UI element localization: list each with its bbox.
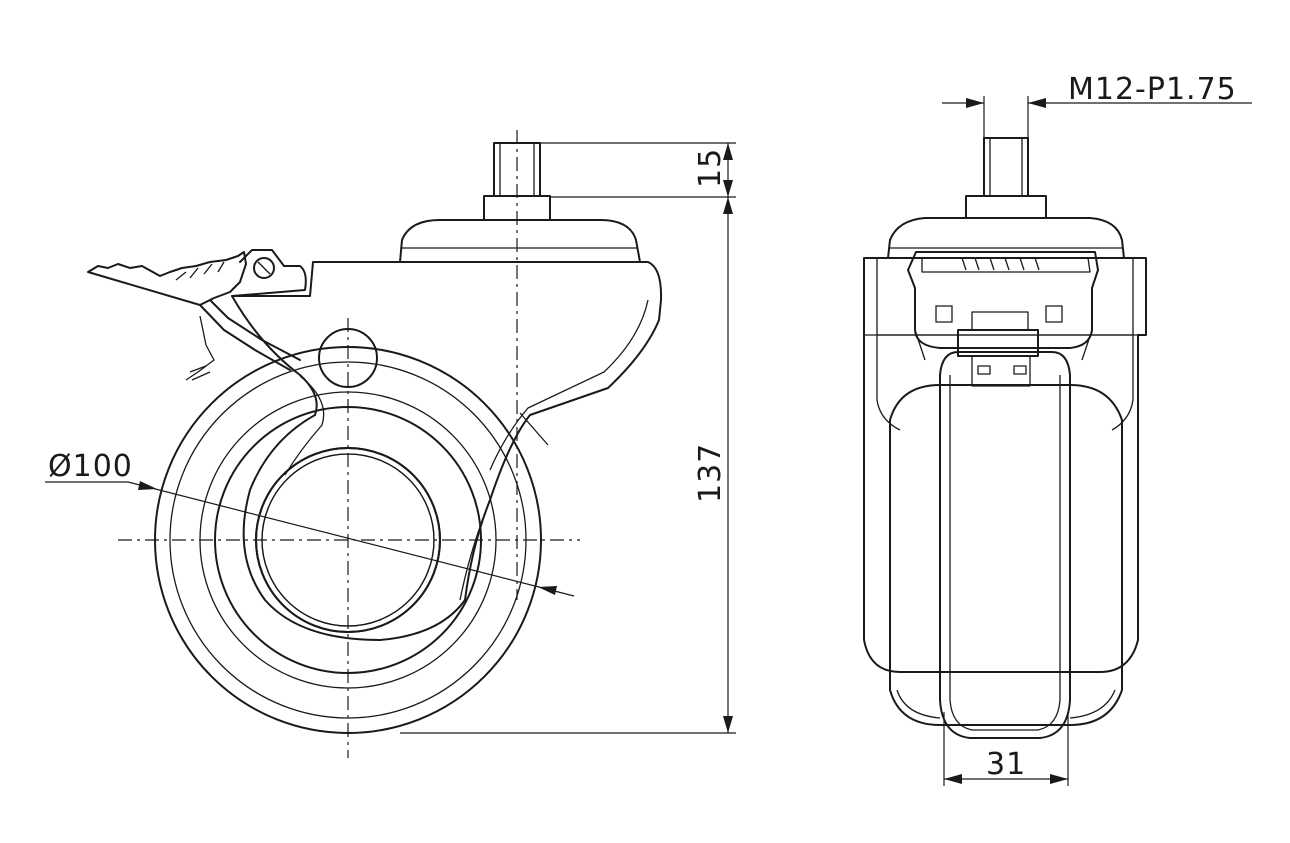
diameter-dimension: Ø100	[45, 449, 575, 597]
fork-frame-front	[863, 257, 1147, 673]
thread-label: M12-P1.75	[1068, 72, 1237, 107]
width-dimension: 31	[943, 712, 1069, 786]
overall-height-label: 137	[693, 443, 728, 503]
height-dimension: 15 137	[400, 142, 736, 734]
stem-length-label: 15	[693, 148, 728, 188]
width-label: 31	[986, 747, 1026, 782]
swivel-dome	[399, 219, 641, 263]
front-view: M12-P1.75 31	[863, 72, 1252, 786]
wheel-front-tread	[939, 351, 1071, 739]
threaded-stem-front	[983, 137, 1029, 197]
swivel-dome-front	[887, 217, 1125, 259]
side-view: Ø100 15 137	[45, 130, 736, 758]
fork-arm-band	[459, 412, 549, 601]
brake-head-front	[907, 251, 1099, 349]
brake-lever	[87, 249, 307, 381]
fork-inner-edge	[284, 375, 325, 476]
wheel-front-outer	[889, 384, 1123, 726]
diameter-label: Ø100	[48, 449, 133, 484]
stem-nut-front	[965, 195, 1047, 219]
fork-arm-edge	[489, 299, 649, 471]
fork-housing	[231, 261, 663, 641]
thread-dimension: M12-P1.75	[942, 72, 1252, 138]
